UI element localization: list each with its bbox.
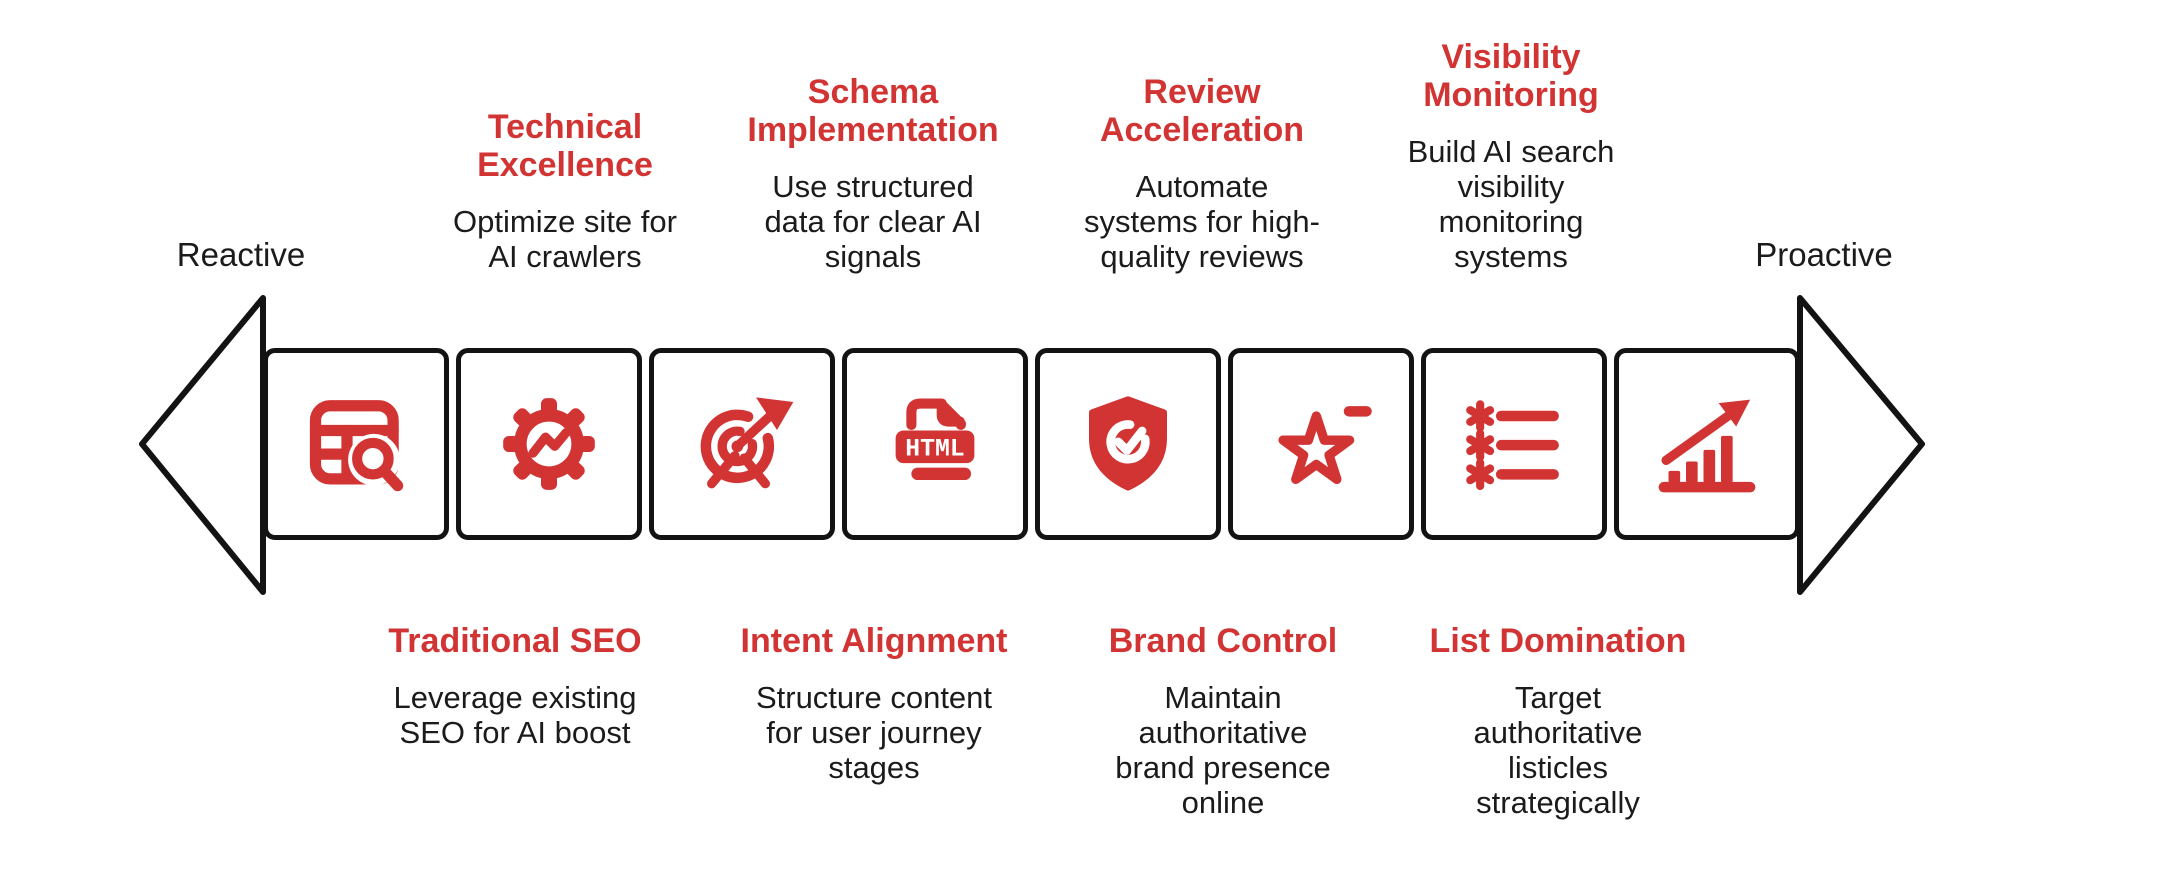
box-review-acceleration	[1228, 348, 1414, 540]
html-file-icon: HTML	[895, 398, 975, 480]
stage-description: Leverage existing SEO for AI boost	[393, 680, 637, 750]
stage-description: Maintain authoritative brand presence on…	[1115, 680, 1331, 820]
stage-traditional-seo: Traditional SEO Leverage existing SEO fo…	[335, 622, 695, 750]
growth-chart-icon	[1658, 399, 1756, 493]
gear-performance-icon	[503, 398, 595, 490]
box-visibility-monitoring	[1614, 348, 1800, 540]
box-intent-alignment	[649, 348, 835, 540]
stage-title: Intent Alignment	[740, 622, 1008, 660]
stage-description: Structure content for user journey stage…	[755, 680, 993, 785]
stage-list-domination: List Domination Target authoritative lis…	[1378, 622, 1738, 820]
stage-brand-control: Brand Control Maintain authoritative bra…	[1043, 622, 1403, 820]
shield-check-icon	[1089, 396, 1167, 491]
stage-description: Optimize site for AI crawlers	[453, 204, 677, 274]
table-search-icon	[309, 400, 404, 492]
endpoint-label-proactive: Proactive	[1755, 236, 1893, 273]
stage-description: Target authoritative listicles strategic…	[1473, 680, 1643, 820]
box-brand-control	[1035, 348, 1221, 540]
stage-title: Technical Excellence	[477, 108, 653, 184]
stage-visibility-monitoring: Visibility Monitoring Build AI search vi…	[1331, 38, 1691, 274]
asterisk-list-icon	[1466, 400, 1559, 491]
stage-title: Traditional SEO	[388, 622, 642, 660]
stage-title: Brand Control	[1108, 622, 1338, 660]
right-arrowhead-icon	[1797, 295, 1925, 595]
left-arrowhead-icon	[139, 295, 266, 595]
stage-title: Review Acceleration	[1099, 73, 1305, 149]
endpoint-label-reactive: Reactive	[176, 236, 306, 273]
html-label: HTML	[905, 435, 964, 463]
target-arrow-icon	[700, 397, 794, 489]
timeline-box-row: HTML	[263, 348, 1800, 540]
stage-schema-implementation: Schema Implementation Use structured dat…	[693, 73, 1053, 274]
stage-title: List Domination	[1429, 622, 1687, 660]
stage-intent-alignment: Intent Alignment Structure content for u…	[694, 622, 1054, 785]
stage-description: Build AI search visibility monitoring sy…	[1407, 134, 1615, 274]
stage-title: Schema Implementation	[747, 73, 999, 149]
stage-description: Use structured data for clear AI signals	[764, 169, 982, 274]
stage-description: Automate systems for high- quality revie…	[1083, 169, 1320, 274]
box-traditional-seo	[263, 348, 449, 540]
box-technical-excellence	[456, 348, 642, 540]
box-list-domination	[1421, 348, 1607, 540]
stage-review-acceleration: Review Acceleration Automate systems for…	[1022, 73, 1382, 274]
stage-technical-excellence: Technical Excellence Optimize site for A…	[385, 108, 745, 274]
stage-title: Visibility Monitoring	[1423, 38, 1599, 114]
star-minus-icon	[1278, 406, 1372, 485]
box-schema-implementation: HTML	[842, 348, 1028, 540]
